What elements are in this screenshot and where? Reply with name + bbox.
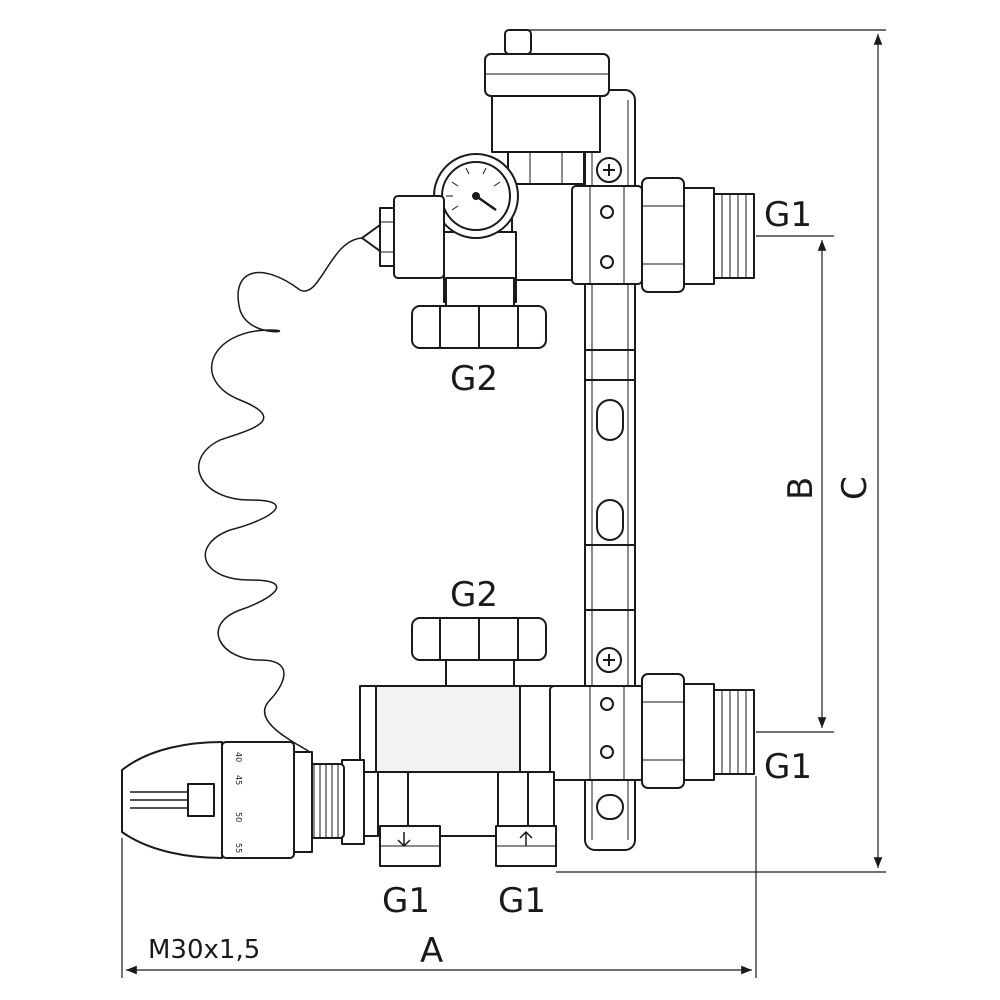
sensor-coupling — [361, 195, 445, 279]
thermostatic-head — [121, 741, 365, 859]
air-vent — [484, 29, 610, 185]
upper-tee-body — [511, 183, 643, 285]
dimension-lines — [121, 29, 886, 978]
capillary-tube — [198, 237, 363, 753]
dial-mark-3: 55 — [234, 843, 243, 853]
screw-upper-icon — [596, 157, 622, 183]
label-dim-b: B — [781, 477, 821, 500]
upper-g2-nut — [411, 277, 547, 349]
upper-union-g1 — [641, 177, 755, 293]
labels: G1 G2 G2 G1 G1 G1 A M30x1,5 B C — [148, 195, 875, 971]
dial-mark-2: 50 — [234, 812, 243, 822]
lower-g2-nut — [411, 617, 547, 689]
dial-mark-0: 40 — [234, 752, 243, 762]
label-g1-bottom-left: G1 — [382, 881, 430, 921]
label-dim-a: A — [420, 931, 443, 971]
label-g2-top: G2 — [450, 359, 498, 399]
dial-mark-1: 45 — [234, 775, 243, 785]
label-dim-c: C — [835, 476, 875, 500]
screw-lower-icon — [596, 647, 622, 673]
dial-scale: 40 45 50 55 — [234, 752, 243, 853]
lower-main-body — [359, 685, 645, 781]
label-g1-bottom-mid: G1 — [498, 881, 546, 921]
label-g1-bottom-right: G1 — [764, 747, 812, 787]
label-thread: M30x1,5 — [148, 935, 260, 965]
label-g1-top-right: G1 — [764, 195, 812, 235]
lower-distribution-block — [359, 771, 557, 867]
lower-union-g1 — [641, 673, 755, 789]
label-g2-bottom: G2 — [450, 575, 498, 615]
